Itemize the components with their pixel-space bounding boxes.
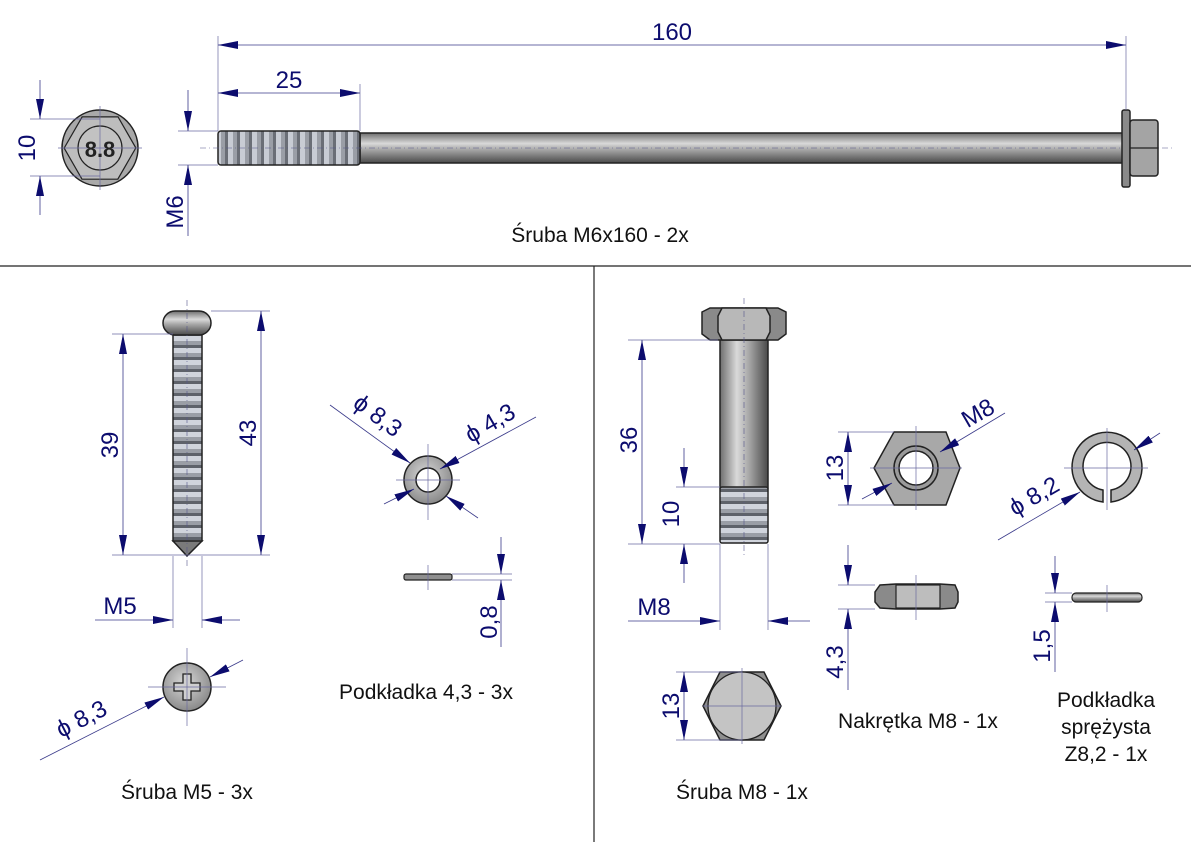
caption-spring-washer-line1: Podkładka [1057,689,1155,712]
dim-thickness: 0,8 [476,605,503,638]
spring-washer-top-view [1071,431,1143,503]
dim-diameter: M8 [637,594,670,621]
dim-thread-length: 39 [97,432,124,459]
dim-size: 13 [822,455,849,482]
bolt-m8-head-view [702,668,782,744]
dim-diameter: M6 [162,195,189,228]
dim-length: 36 [616,427,643,454]
dim-inner-diameter: ϕ 4,3 [460,398,520,448]
washer-4-3: ϕ 8,3 ϕ 4,3 0,8 Podkładka 4,3 - 3x [329,389,537,704]
caption-bolt-m8: Śruba M8 - 1x [676,780,808,804]
bolt-m6x160: 8.8 10 160 25 M6 Śruba M6x160 - 2x [14,19,1175,247]
bolt-m8-shank [719,337,769,489]
bolt-m8: 36 10 M8 13 Śruba M8 - 1x [616,298,810,804]
dim-outer-diameter: ϕ 8,3 [348,389,407,443]
dim-head-diameter: ϕ 8,3 [52,695,112,743]
dim-thread-length: 10 [658,501,685,528]
screw-m5-thread [172,332,203,542]
grade-marking: 8.8 [85,137,116,162]
dim-length: 160 [652,19,692,46]
caption-washer-4-3: Podkładka 4,3 - 3x [339,681,513,704]
spring-washer: ϕ 8,2 1,5 Podkładka sprężysta Z8,2 - 1x [997,428,1161,766]
caption-bolt-m6x160: Śruba M6x160 - 2x [511,223,689,247]
dim-diameter: M5 [103,593,136,620]
screw-m5: 39 43 M5 ϕ 8,3 Śruba M5 - 3x [39,300,270,804]
dim-thread: M8 [957,393,999,433]
bolt-m6-flange [1121,109,1131,188]
dim-total-length: 43 [235,420,262,447]
dim-head-size: 13 [658,693,685,720]
dim-thickness: 1,5 [1029,629,1056,662]
nut-m8: M8 13 4,3 Nakrętka M8 - 1x [822,393,1006,733]
caption-screw-m5: Śruba M5 - 3x [121,780,253,804]
caption-nut-m8: Nakrętka M8 - 1x [838,710,998,733]
dim-head-size: 10 [14,135,41,162]
caption-spring-washer-line3: Z8,2 - 1x [1065,743,1148,766]
dim-thread-length: 25 [276,67,303,94]
bolt-m6-head-view: 8.8 [58,106,142,190]
screw-m5-head-view [148,648,226,726]
dim-height: 4,3 [822,645,849,678]
caption-spring-washer-line2: sprężysta [1061,716,1151,739]
dim-inner-diameter: ϕ 8,2 [1004,471,1064,521]
